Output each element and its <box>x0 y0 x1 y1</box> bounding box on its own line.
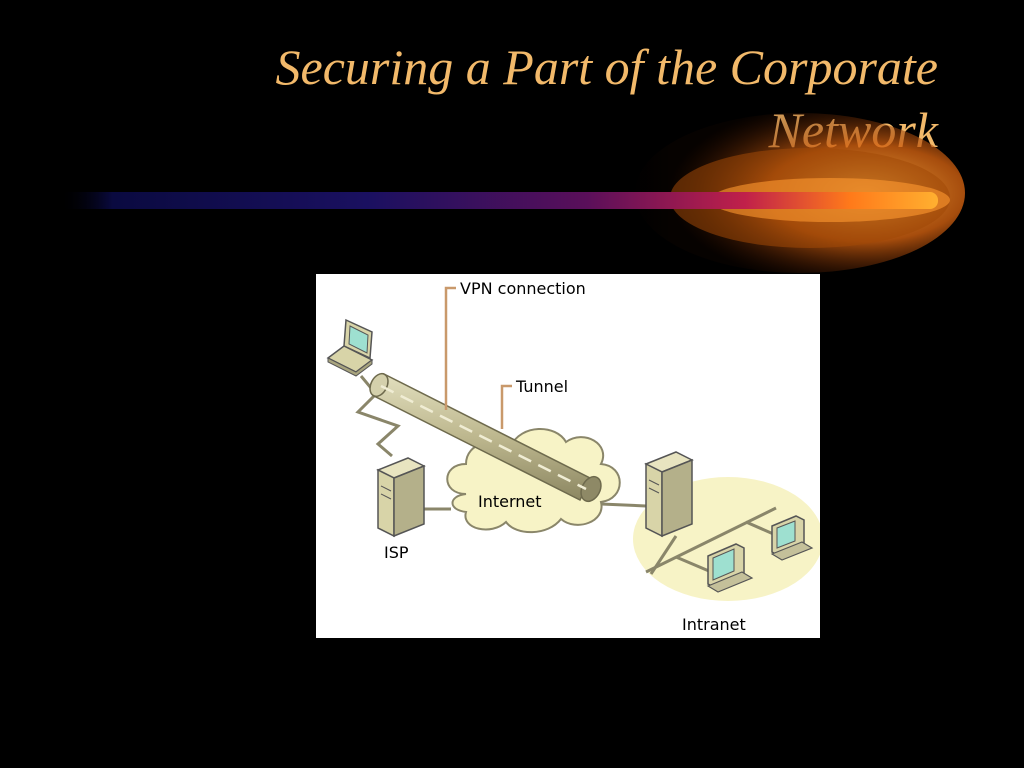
vpn-tunnel <box>369 372 602 503</box>
isp-label: ISP <box>384 543 409 562</box>
intranet-workstation-icon <box>706 543 754 593</box>
cloud-to-server-link <box>600 502 647 508</box>
laptop-icon <box>326 318 374 377</box>
internet-label: Internet <box>478 492 542 511</box>
tunnel-label: Tunnel <box>515 377 568 396</box>
gradient-bar <box>60 192 938 209</box>
intranet-lan-backbone <box>645 506 777 574</box>
intranet-label: Intranet <box>682 615 746 634</box>
corporate-server-icon <box>644 451 694 538</box>
title-underline-graphic <box>60 100 965 290</box>
isp-server-icon <box>376 457 426 538</box>
vpn-connection-callout-line <box>444 286 456 410</box>
vpn-connection-label: VPN connection <box>460 279 586 298</box>
slide-title-line-1: Securing a Part of the Corporate <box>275 39 938 95</box>
vpn-network-diagram: Internet VPN connection Tunnel IS <box>316 274 820 638</box>
intranet-workstation-icon <box>770 515 814 561</box>
tunnel-callout-line <box>500 384 512 429</box>
